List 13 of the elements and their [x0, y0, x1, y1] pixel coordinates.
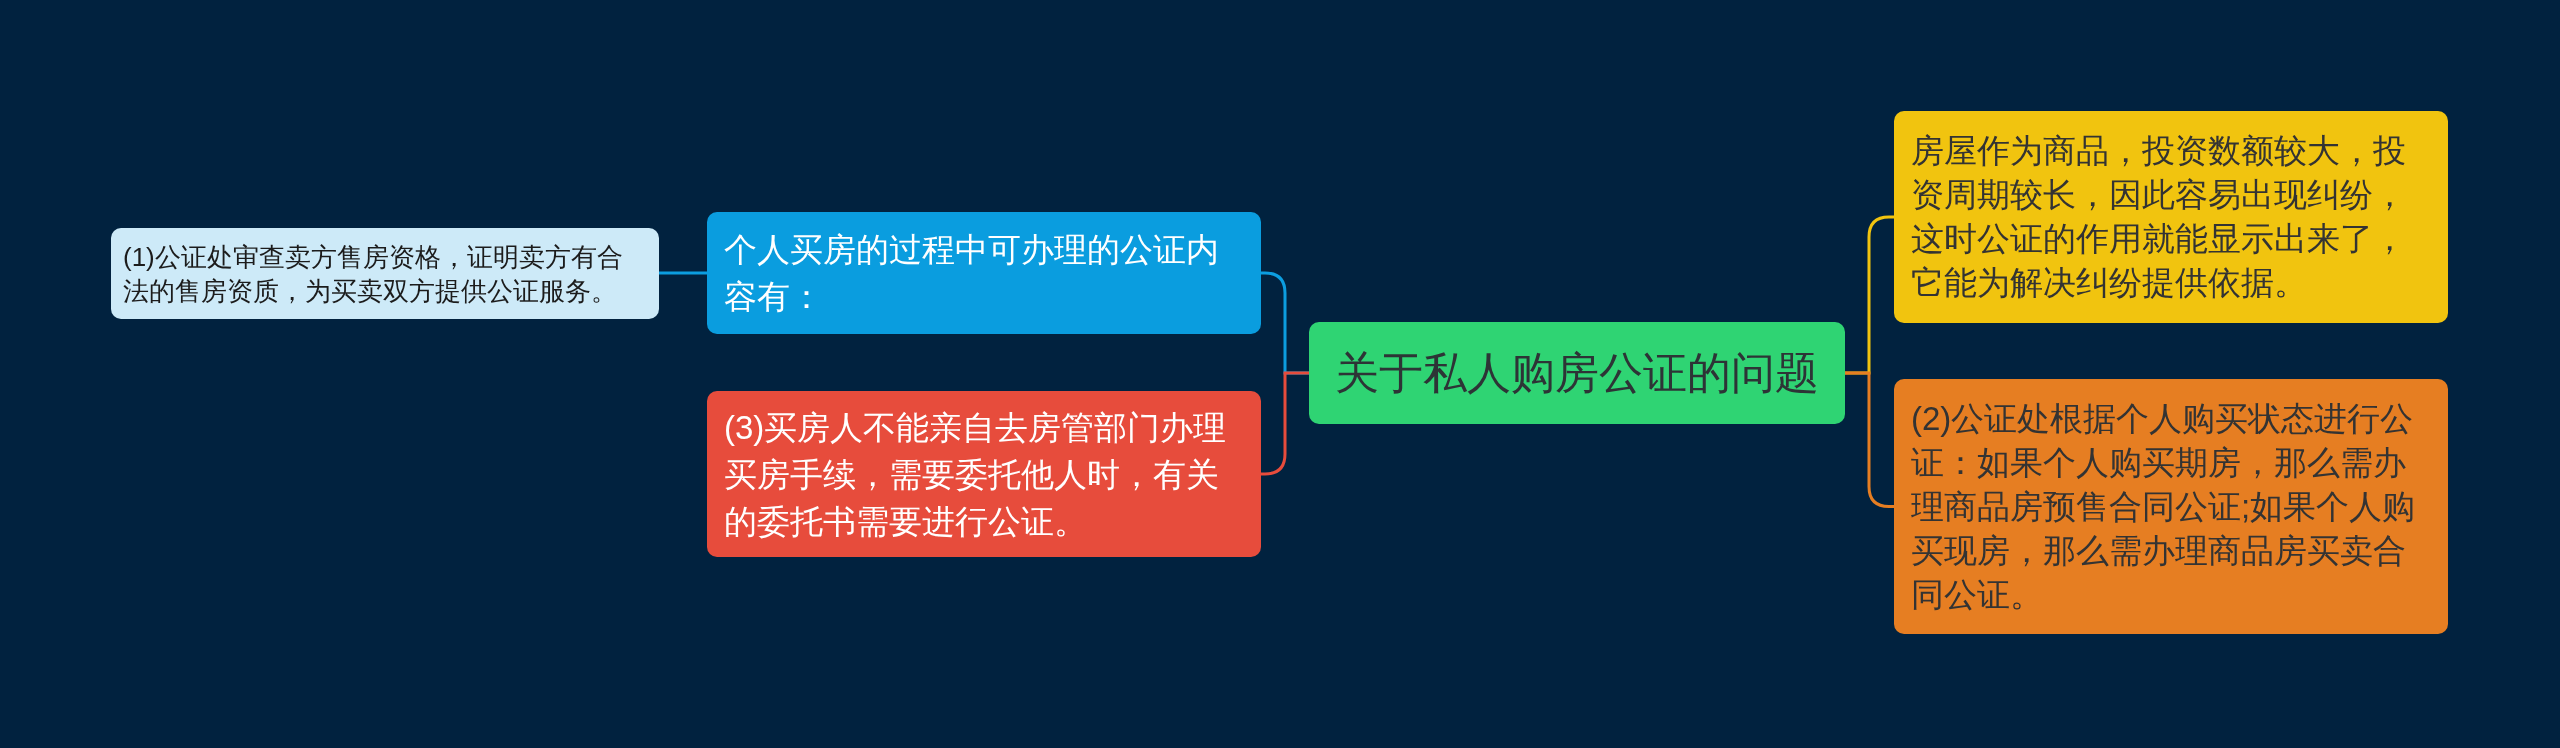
topic-box: [707, 391, 1261, 557]
topic-text: 个人买房的过程中可办理的公证内容有：: [724, 230, 1220, 317]
topic-text: (2)公证处根据个人购买状态进行公证：如果个人购买期房，那么需办理商品房预售合同公证;如果个人购买现房，那么需办理商品房买卖合同公证。: [1911, 398, 2417, 615]
note-box: [111, 228, 659, 319]
central-topic-text: 关于私人购房公证的问题: [1335, 347, 1819, 399]
topic-box: [1894, 111, 2448, 323]
central-topic-box: [1309, 322, 1845, 424]
topic-text: (3)买房人不能亲自去房管部门办理买房手续，需要委托他人时，有关的委托书需要进行公证。: [724, 407, 1228, 542]
topic-box: [1894, 379, 2448, 634]
topic-text: 房屋作为商品，投资数额较大，投资周期较长，因此容易出现纠纷，这时公证的作用就能显示出来了，它能为解决纠纷提供依据。: [1911, 131, 2407, 303]
topic-box: [707, 212, 1261, 334]
connector-line: [659, 271, 707, 275]
note-text: (1)公证处审查卖方售房资格，证明卖方有合法的售房资质，为买卖双方提供公证服务。: [123, 240, 624, 308]
